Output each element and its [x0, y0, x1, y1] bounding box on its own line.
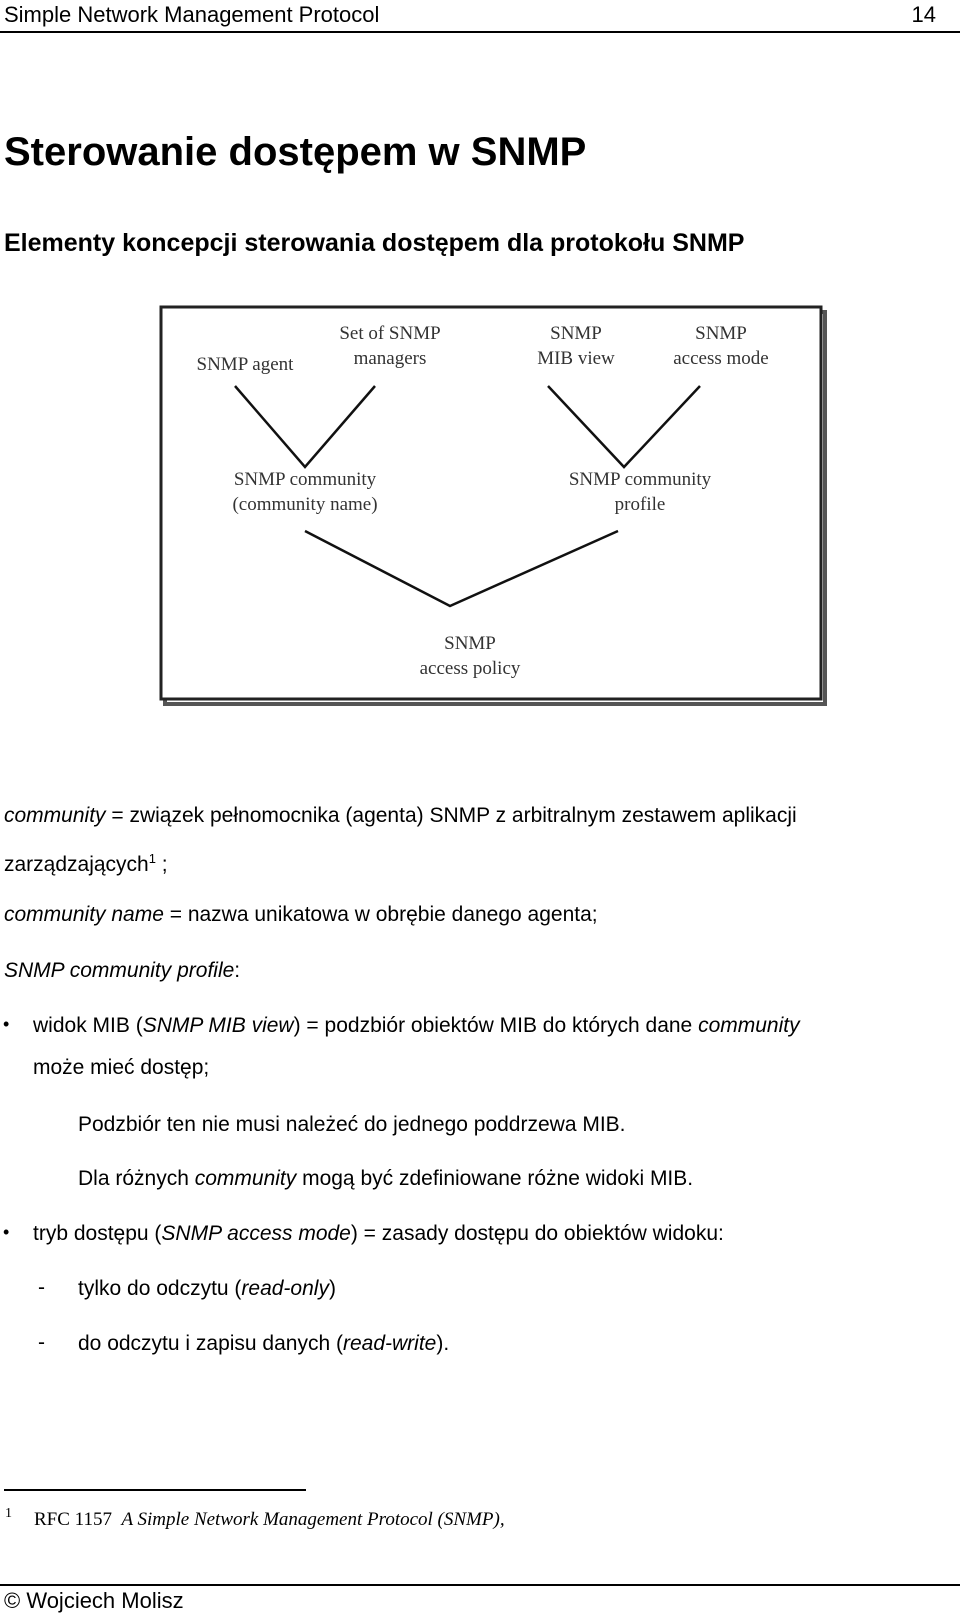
access-control-diagram: [159, 305, 827, 706]
footnote-rule: [4, 1489, 306, 1491]
mib-view-note-2: Dla różnych community mogą być zdefiniow…: [78, 1167, 694, 1190]
header-title: Simple Network Management Protocol: [4, 2, 380, 27]
node-community: SNMP community(community name): [232, 469, 378, 515]
mib-view-note-1: Podzbiór ten nie musi należeć do jednego…: [78, 1113, 626, 1136]
node-snmp-agent: SNMP agent: [196, 354, 294, 375]
footnote-number: 1: [5, 1506, 12, 1521]
community-definition-cont: zarządzających1 ;: [4, 851, 168, 876]
connector-agent-managers: [234, 385, 376, 469]
footnote-text: RFC 1157 A Simple Network Management Pro…: [34, 1509, 505, 1530]
connector-view-mode: [547, 385, 701, 469]
read-only-item: tylko do odczytu (read-only): [78, 1277, 336, 1300]
connector-community-profile: [304, 529, 619, 608]
community-definition: community = związek pełnomocnika (agenta…: [4, 804, 797, 827]
page-title: Sterowanie dostępem w SNMP: [4, 130, 587, 174]
read-write-item: do odczytu i zapisu danych (read-write).: [78, 1332, 450, 1355]
community-name-definition: community name = nazwa unikatowa w obręb…: [4, 903, 598, 926]
bullet-icon: •: [3, 1014, 10, 1034]
dash-marker: -: [38, 1276, 45, 1299]
footer-rule: [0, 1584, 960, 1586]
header-rule: [0, 31, 960, 33]
footer-author: © Wojciech Molisz: [4, 1588, 184, 1613]
bullet-icon: •: [3, 1222, 10, 1242]
footnote-ref: 1: [148, 851, 156, 866]
mib-view-item-cont: może mieć dostęp;: [33, 1056, 210, 1079]
diagram-frame: [159, 305, 823, 701]
mib-view-item: widok MIB (SNMP MIB view) = podzbiór obi…: [33, 1014, 800, 1037]
dash-marker: -: [38, 1331, 45, 1354]
community-profile-label: SNMP community profile:: [4, 959, 241, 982]
access-mode-item: tryb dostępu (SNMP access mode) = zasady…: [33, 1222, 724, 1245]
subheading: Elementy koncepcji sterowania dostępem d…: [4, 229, 745, 257]
page-number: 14: [911, 2, 936, 27]
